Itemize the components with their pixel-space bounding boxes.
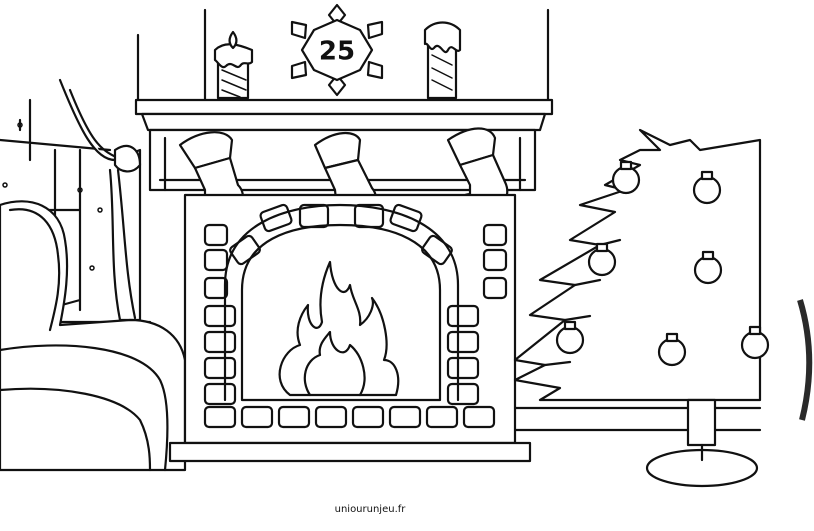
ornament-icon	[555, 160, 770, 367]
tree-trunk	[686, 398, 717, 447]
armchair	[0, 200, 187, 472]
flame-icon	[278, 260, 400, 397]
snowflake-icon: 25	[290, 3, 384, 97]
candle-left-icon	[213, 30, 254, 100]
curtain-tie	[113, 144, 142, 173]
curtain	[58, 78, 142, 322]
hearth	[168, 441, 532, 463]
mantel-shelf	[134, 98, 554, 116]
vignette-edge	[797, 299, 813, 421]
date-number: 25	[319, 37, 355, 67]
candle-right-icon	[423, 21, 462, 100]
site-credit: uniourunjeu.fr	[335, 504, 407, 515]
